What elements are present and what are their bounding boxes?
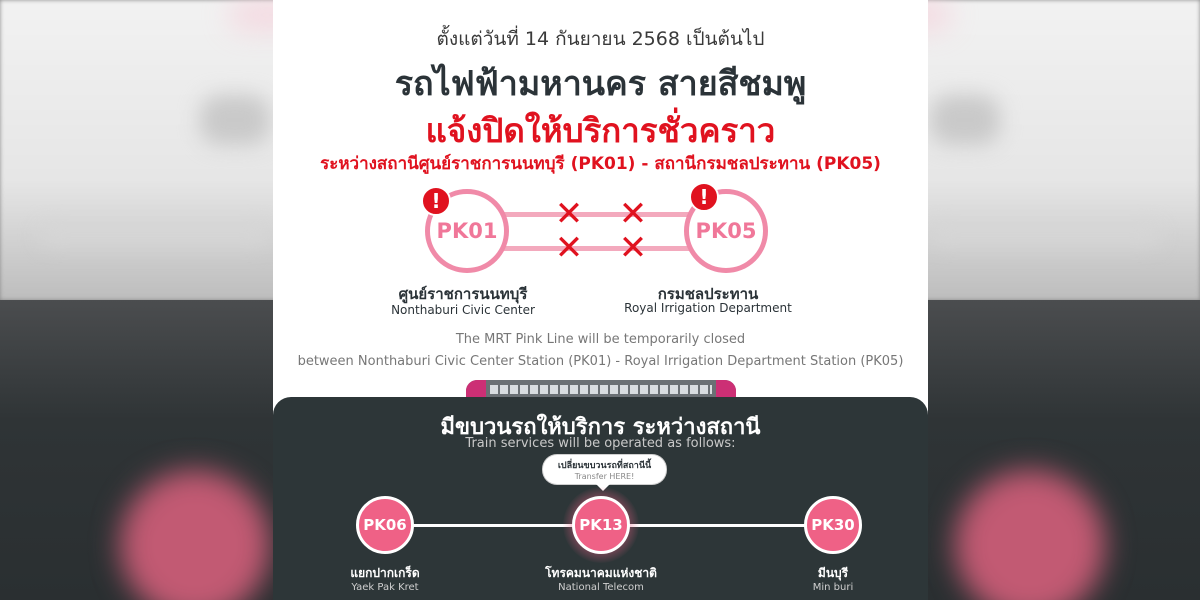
background-blur [930, 95, 1000, 145]
station-name-en: Yaek Pak Kret [351, 582, 419, 593]
background-blur [930, 225, 1160, 245]
station-name-th: มีนบุรี [817, 566, 849, 580]
effective-date: ตั้งแต่วันที่ 14 กันยายน 2568 เป็นต้นไป [436, 28, 765, 50]
alert-icon: ! [689, 182, 719, 212]
train-windows [490, 385, 712, 394]
closed-track-upper [488, 212, 718, 217]
alert-icon: ! [421, 186, 451, 216]
closed-track-lower [488, 246, 718, 251]
station-name-th: กรมชลประทาน [657, 285, 759, 303]
x-icon: ✕ [618, 194, 648, 234]
station-pk05: PK05 [684, 189, 768, 273]
station-name-th: โทรคมนาคมแห่งชาติ [545, 566, 657, 580]
english-notice-line1: The MRT Pink Line will be temporarily cl… [455, 332, 746, 347]
train-rear [716, 380, 736, 402]
transfer-label-en: Transfer HERE! [574, 472, 635, 481]
transfer-callout: เปลี่ยนขบวนรถที่สถานีนี้ Transfer HERE! [543, 455, 666, 484]
x-icon: ✕ [554, 228, 584, 268]
closed-segment-diagram: ✕ ✕ ✕ ✕ PK01 PK05 ! ! ศูนย์ราชการนนทบุรี… [273, 0, 928, 330]
station-name-en: Min buri [812, 582, 854, 593]
line-title: รถไฟฟ้ามหานคร สายสีชมพู [394, 64, 807, 104]
background-blur [120, 470, 270, 600]
announcement-poster: ตั้งแต่วันที่ 14 กันยายน 2568 เป็นต้นไป … [273, 0, 928, 600]
station-pk13: PK13 [572, 496, 630, 554]
station-name-en: Nonthaburi Civic Center [391, 303, 535, 317]
transfer-label-th: เปลี่ยนขบวนรถที่สถานีนี้ [557, 461, 652, 471]
train-front [466, 380, 486, 402]
background-blur [40, 225, 270, 245]
x-icon: ✕ [618, 228, 648, 268]
station-name-th: ศูนย์ราชการนนทบุรี [398, 285, 528, 303]
station-name-en: Royal Irrigation Department [624, 301, 792, 315]
service-title: มีขบวนรถให้บริการ ระหว่างสถานี [440, 415, 761, 440]
closure-heading: แจ้งปิดให้บริการชั่วคราว [425, 111, 776, 150]
service-panel: มีขบวนรถให้บริการ ระหว่างสถานี Train ser… [273, 397, 928, 600]
closure-range: ระหว่างสถานีศูนย์ราชการนนทบุรี (PK01) - … [320, 154, 881, 174]
service-subtitle: Train services will be operated as follo… [465, 436, 736, 451]
x-icon: ✕ [554, 194, 584, 234]
english-notice-line2: between Nonthaburi Civic Center Station … [297, 354, 904, 369]
station-name-th: แยกปากเกร็ด [350, 566, 420, 580]
station-name-en: National Telecom [558, 582, 644, 593]
station-pk30: PK30 [804, 496, 862, 554]
station-pk06: PK06 [356, 496, 414, 554]
background-blur [200, 95, 270, 145]
train-icon [466, 380, 736, 402]
background-blur [955, 470, 1105, 600]
